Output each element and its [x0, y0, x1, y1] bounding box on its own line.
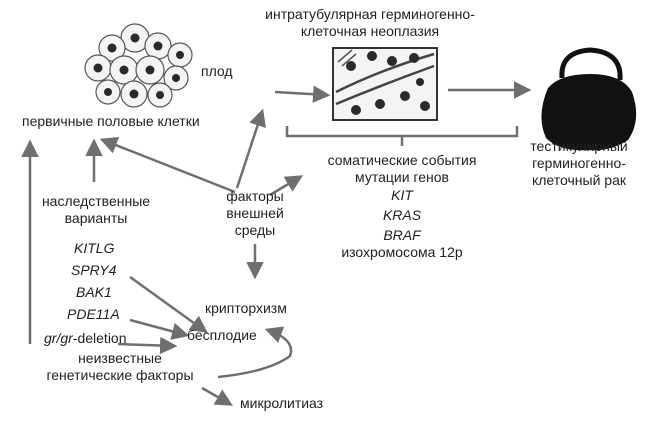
arrow-kitlg-to-infertility — [129, 275, 208, 334]
microlithiasis-label: микролитиаз — [240, 395, 324, 411]
arrow-env-to-pgc — [99, 136, 236, 194]
unknown-genetic-factors-label: неизвестные генетические факторы — [30, 350, 210, 384]
somatic-events-line1: соматические события — [327, 152, 477, 168]
cryptorchidism-label: крипторхизм — [205, 300, 287, 316]
infertility-label: бесплодие — [187, 327, 257, 343]
itgcn-label-line2: клеточная неоплазия — [300, 23, 440, 39]
somatic-events-line2: мутации генов — [355, 169, 449, 185]
gene-spry4: SPRY4 — [71, 262, 117, 278]
primordial-germ-cells-label: первичные половые клетки — [22, 113, 200, 129]
grgr-rest: -deletion — [72, 330, 127, 346]
testicular-tumor-icon — [541, 47, 637, 151]
tubule-neoplasia-icon — [332, 47, 438, 121]
tgct-line1: тестикулярный — [530, 138, 628, 154]
env-line3: среды — [234, 222, 276, 238]
tgct-line3: клеточный рак — [531, 172, 626, 188]
somatic-events-label: соматические события мутации генов KIT K… — [292, 152, 512, 261]
env-line2: внешней — [226, 205, 284, 221]
arrows — [21, 81, 532, 406]
arrow-env-to-itgcn — [269, 175, 304, 197]
grgr-italic: gr/gr — [44, 330, 73, 346]
hereditary-variants-label: наследственные варианты — [36, 193, 156, 227]
testicular-cancer-label: тестикулярный герминогенно- клеточный ра… — [514, 138, 644, 189]
environmental-factors-label: факторы внешней среды — [212, 188, 298, 239]
arrow-pde11a-to-infertility — [129, 318, 190, 340]
gene-pde11a: PDE11A — [67, 306, 120, 322]
tgct-line2: герминогенно- — [532, 155, 626, 171]
hereditary-line2: варианты — [64, 210, 128, 226]
somatic-events-bracket — [285, 126, 519, 146]
arrow-unknown-to-infertility-loop — [217, 326, 293, 379]
hereditary-line1: наследственные — [41, 193, 151, 209]
arrow-env-to-fetus — [235, 108, 266, 189]
gene-braf: BRAF — [383, 227, 421, 243]
itgcn-label: интратубулярная герминогенно- клеточная … — [230, 6, 510, 40]
unknown-line1: неизвестные — [78, 350, 162, 366]
fetus-cell-cluster-icon — [84, 23, 193, 108]
env-line1: факторы — [226, 188, 284, 204]
gene-kras: KRAS — [382, 207, 422, 223]
arrow-unknown-to-microlithiasis — [201, 386, 234, 406]
arrow-fetus-to-itgcn — [274, 85, 331, 103]
arrow-grgr-to-infertility — [117, 336, 178, 355]
unknown-line2: генетические факторы — [46, 367, 194, 383]
isochromosome-12p: изохромосома 12p — [341, 244, 463, 260]
itgcn-label-line1: интратубулярная герминогенно- — [265, 6, 475, 22]
gene-bak1: BAK1 — [76, 284, 112, 300]
gene-kit: KIT — [391, 187, 413, 203]
grgr-deletion-label: gr/gr-deletion — [44, 330, 127, 347]
fetus-label: плод — [201, 63, 233, 79]
gene-kitlg: KITLG — [74, 240, 115, 256]
